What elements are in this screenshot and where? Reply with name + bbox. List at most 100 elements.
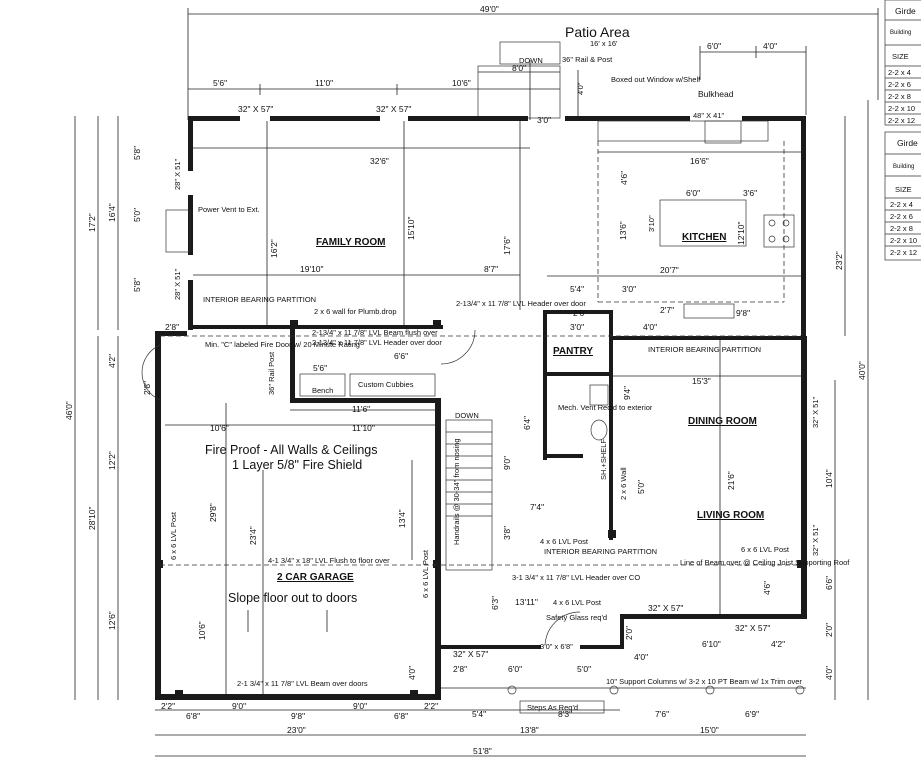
dim-p-98: 9'8" [736, 308, 750, 318]
dim-e-74: 7'4" [530, 502, 544, 512]
dim-left-28: 28'10" [87, 506, 97, 530]
custom-cubbies-label: Custom Cubbies [358, 380, 414, 389]
kitchen: KITCHEN Bulkhead Boxed out Window w/Shel… [547, 75, 806, 332]
wall-2x6-label: 2 x 6 Wall [619, 467, 628, 500]
window-d-label: 32" X 57" [735, 623, 770, 633]
girder-2-row-3: 2-2 x 8 [890, 224, 913, 233]
handrail-label: Handrails @ 30-34" from nosing [452, 438, 461, 545]
patio-title: Patio Area [565, 24, 630, 40]
slope-floor-label: Slope floor out to doors [228, 591, 357, 605]
dim-dr-153: 15'3" [692, 376, 711, 386]
girder-2-title: Girde [897, 138, 918, 148]
dim-bottom-right: 15'0" [700, 725, 719, 735]
window-i-label: 28" X 51" [173, 268, 182, 300]
down-top-label: DOWN [519, 56, 543, 65]
dim-e-83: 8'3" [558, 709, 572, 719]
girder-1-row-4: 2-2 x 10 [888, 104, 915, 113]
dim-fr-176: 17'6" [502, 236, 512, 255]
dim-top-106: 10'6" [452, 78, 471, 88]
dim-lr-40: 4'0" [634, 652, 648, 662]
dim-g-66: 6'6" [394, 351, 408, 361]
girder-1-row-1: 2-2 x 4 [888, 68, 911, 77]
right-dimensions: 23'2" 40'0" 10'4" 6'6" 2'0" 4'0" [824, 100, 869, 700]
girder-1-sub: Building [890, 30, 911, 36]
dim-dr-216: 21'6" [726, 471, 736, 490]
dim-e-76: 7'6" [655, 709, 669, 719]
dim-p-54: 5'4" [570, 284, 584, 294]
dim-left-42: 4'2" [107, 354, 117, 368]
girder-2-header: SIZE [895, 185, 912, 194]
window-g-label: 32" X 51" [811, 524, 820, 556]
lvl-beam-flush-label: 2-13/4" x 11 7/8" LVL Beam flush over [312, 328, 438, 337]
line-of-beam-label: Line of Beam over @ Ceiling Joist Suppor… [680, 558, 850, 567]
kd-post-label: 36" Rail Post [267, 351, 276, 395]
dim-right-40b: 4'0" [824, 666, 834, 680]
dim-p-30: 3'0" [622, 284, 636, 294]
interior-bearing-3: INTERIOR BEARING PARTITION [544, 547, 657, 556]
dim-top-60: 6'0" [707, 41, 721, 51]
dim-left-total: 46'0" [64, 401, 74, 420]
girder-table-2: Girde Building SIZE 2-2 x 4 2-2 x 6 2-2 … [884, 131, 921, 261]
dim-dr-50: 5'0" [636, 480, 646, 494]
dim-g-56: 5'6" [313, 363, 327, 373]
girder-1-row-2: 2-2 x 6 [888, 80, 911, 89]
dim-k-136: 13'6" [618, 221, 628, 240]
dim-lr-42: 4'2" [771, 639, 785, 649]
girder-1-row-5: 2-2 x 12 [888, 116, 915, 125]
dim-e-28: 2'8" [453, 664, 467, 674]
dim-g-106b: 10'6" [197, 621, 207, 640]
dim-g-68b: 6'8" [394, 711, 408, 721]
dim-fr-87: 8'7" [484, 264, 498, 274]
dim-k-46: 4'6" [619, 171, 629, 185]
dim-g-1110: 11'10" [352, 423, 375, 433]
bulkhead-label: Bulkhead [698, 89, 734, 99]
safety-glass-label: Safety Glass req'd [546, 613, 607, 622]
dim-g-134: 13'4" [397, 509, 407, 528]
rear-stoop: DOWN 36" Rail & Post 4'0" [477, 41, 613, 119]
lvl-post-1: 4 x 6 LVL Post [540, 537, 589, 546]
interior-bearing-1: INTERIOR BEARING PARTITION [203, 295, 316, 304]
dim-g-90b: 9'0" [353, 701, 367, 711]
windows: 32" X 57" 32" X 57" 48" X 41" 28" X 51" … [173, 104, 820, 659]
dim-bottom-mid: 13'8" [520, 725, 539, 735]
dim-top-11: 11'0" [315, 78, 333, 88]
girder-2-row-4: 2-2 x 10 [890, 236, 917, 245]
dim-bottom-left: 23'0" [287, 725, 306, 735]
girder-1-row-3: 2-2 x 8 [888, 92, 911, 101]
dim-p-30b: 3'0" [570, 322, 584, 332]
dim-g-116: 11'6" [352, 404, 370, 414]
dim-left-56a: 5'8" [132, 146, 142, 160]
dim-g-68: 6'8" [186, 711, 200, 721]
lvl-flush-floor-label: 4-1 3/4" x 18" LVL Flush to floor over [268, 556, 390, 565]
support-columns-label: 10" Support Columns w/ 3-2 x 10 PT Beam … [606, 677, 802, 686]
window-b-label: 32" X 57" [376, 104, 411, 114]
dim-k-310: 3'10" [647, 215, 656, 232]
window-h-label: 28" X 51" [173, 158, 182, 190]
dim-fr-1510: 15'10" [406, 216, 416, 240]
dim-e-63: 6'3" [490, 596, 500, 610]
window-well-label: Boxed out Window w/Shelf [611, 75, 701, 84]
family-room-label: FAMILY ROOM [316, 237, 385, 248]
dim-e-90: 9'0" [502, 456, 512, 470]
dim-k-60: 6'0" [686, 188, 700, 198]
dim-left-16: 16'4" [107, 203, 117, 222]
window-a-label: 32" X 57" [238, 104, 273, 114]
sh-shelf-label: SH.+SHELF [599, 439, 608, 480]
dim-lr-610: 6'10" [702, 639, 721, 649]
living-room-label: LIVING ROOM [697, 510, 764, 521]
fire-proof-line1: Fire Proof - All Walls & Ceilings [205, 443, 378, 457]
left-dimensions: 46'0" 17'2" 16'4" 28'10" 12'2" 12'6" 5'8… [64, 116, 161, 700]
dim-e-64: 6'4" [522, 416, 532, 430]
dim-g-40: 4'0" [407, 666, 417, 680]
dim-top-80: 8'0" [512, 63, 526, 73]
window-f-label: 32" X 51" [811, 396, 820, 428]
dim-top-30: 3'0" [537, 115, 551, 125]
dim-left-28b: 2'8" [142, 381, 152, 395]
down-stair-label: DOWN [455, 411, 479, 420]
dim-e-54: 5'4" [472, 709, 486, 719]
girder-table-1: Girde Building SIZE 2-2 x 4 2-2 x 6 2-2 … [884, 0, 921, 126]
window-e-label: 32" X 57" [453, 649, 488, 659]
exterior-walls [155, 116, 807, 700]
plumb-wall-label: 2 x 6 wall for Plumb.drop [314, 307, 397, 316]
girder-2-sub: Building [893, 164, 914, 170]
